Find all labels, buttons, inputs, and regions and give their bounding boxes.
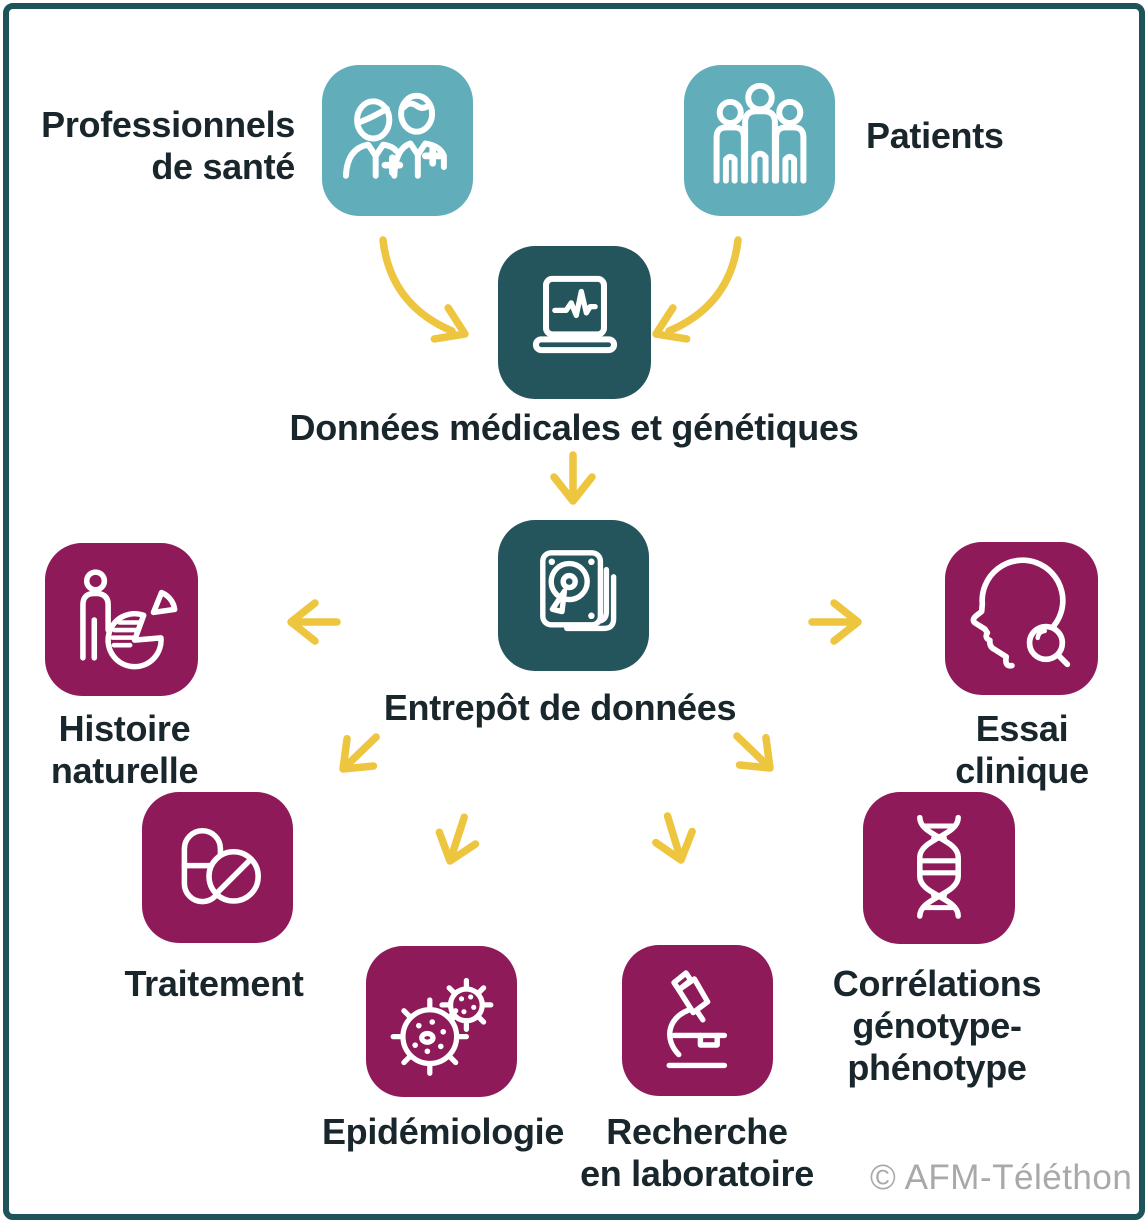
copyright: © AFM-Téléthon (870, 1158, 1133, 1197)
person-piechart-icon (79, 568, 177, 669)
medical-professionals-icon (342, 92, 447, 179)
pills-icon (181, 827, 261, 904)
genotype-phenotype-tile (863, 792, 1015, 944)
big-virus (390, 996, 469, 1076)
lab-research-tile (622, 945, 773, 1096)
arrow-warehouse-to-lab (652, 812, 696, 864)
arrow-warehouse-to-genotype (733, 732, 774, 772)
harddrive-icon (539, 549, 616, 631)
professionals-tile (322, 65, 473, 216)
epidemiology-tile (366, 946, 517, 1097)
patients-label: Patients (866, 115, 1004, 156)
arrow-patients-to-data (652, 236, 742, 343)
medical-data-tile (498, 246, 651, 399)
lab-research-label: Recherche en laboratoire (580, 1111, 814, 1194)
warehouse-label: Entrepôt de données (383, 687, 737, 728)
warehouse-tile (498, 520, 649, 671)
medical-data-label: Données médicales et génétiques (289, 407, 859, 448)
clinical-trial-label: Essai clinique (955, 708, 1089, 791)
dna-icon (917, 814, 961, 919)
arrow-warehouse-to-treatment (339, 733, 380, 773)
natural-history-tile (45, 543, 198, 696)
treatment-label: Traitement (124, 963, 304, 1004)
genotype-phenotype-label: Corrélations génotype- phénotype (832, 963, 1042, 1088)
virus-icon (390, 977, 493, 1076)
natural-history-label: Histoire naturelle (50, 708, 199, 791)
epidemiology-label: Epidémiologie (321, 1111, 565, 1152)
patients-icon (713, 82, 806, 184)
patients-tile (684, 65, 835, 216)
arrow-warehouse-to-epidemiology (435, 813, 480, 865)
laptop-heartbeat-icon (532, 275, 617, 353)
professionals-label: Professionnels de santé (41, 104, 295, 187)
arrow-warehouse-to-trial (808, 599, 862, 645)
clinical-trial-tile (945, 542, 1098, 695)
arrow-professionals-to-data (379, 236, 469, 343)
arrow-data-to-warehouse (550, 451, 596, 505)
arrow-warehouse-to-history (287, 599, 341, 645)
microscope-icon (666, 969, 727, 1068)
treatment-tile (142, 792, 293, 943)
head-magnifier-icon (970, 556, 1070, 669)
